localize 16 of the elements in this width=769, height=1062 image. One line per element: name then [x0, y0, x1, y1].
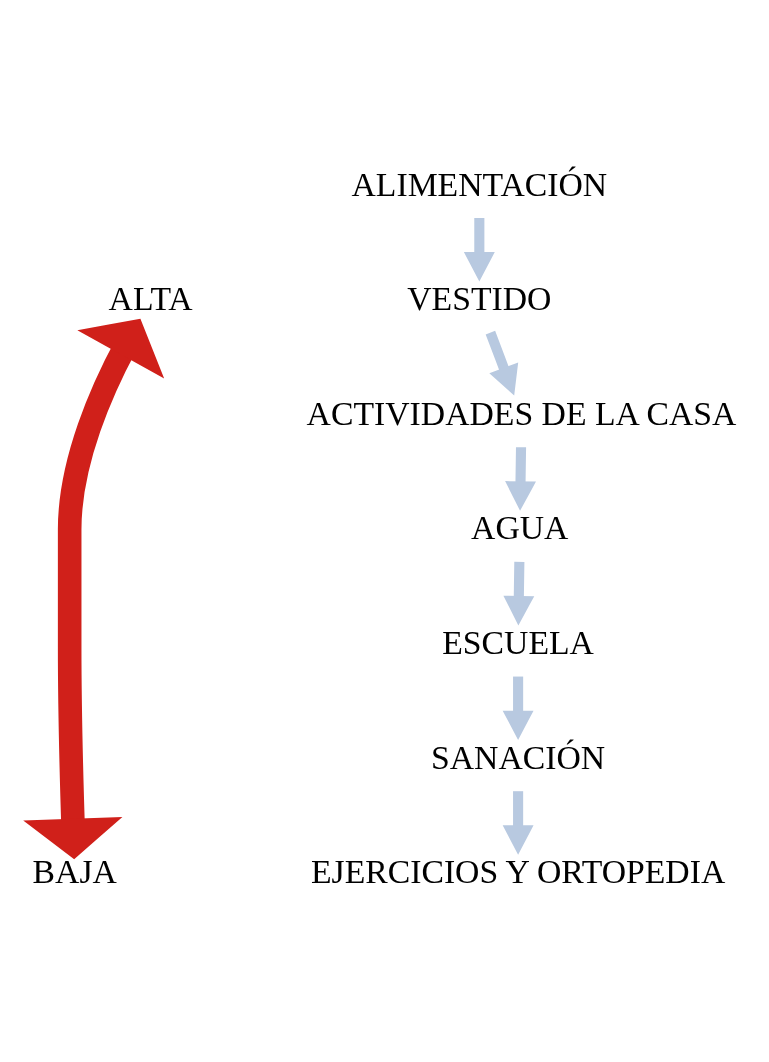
node-text: SANACIÓN — [431, 738, 606, 776]
arrow — [505, 447, 536, 511]
node-text: ALTA — [108, 280, 193, 318]
node-text: AGUA — [471, 509, 569, 547]
arrow — [503, 561, 535, 626]
node-text: ESCUELA — [442, 624, 594, 662]
node-text: BAJA — [32, 853, 117, 891]
node-text: EJERCICIOS Y ORTOPEDIA — [310, 853, 726, 891]
arrow — [463, 218, 495, 282]
node-text: ACTIVIDADES DE LA CASA — [306, 394, 737, 432]
arrow — [502, 791, 534, 855]
arrow — [502, 676, 534, 741]
node-text: VESTIDO — [407, 280, 552, 318]
node-text: ALIMENTACIÓN — [351, 165, 608, 203]
arrow — [23, 318, 165, 860]
arrow — [485, 330, 519, 396]
